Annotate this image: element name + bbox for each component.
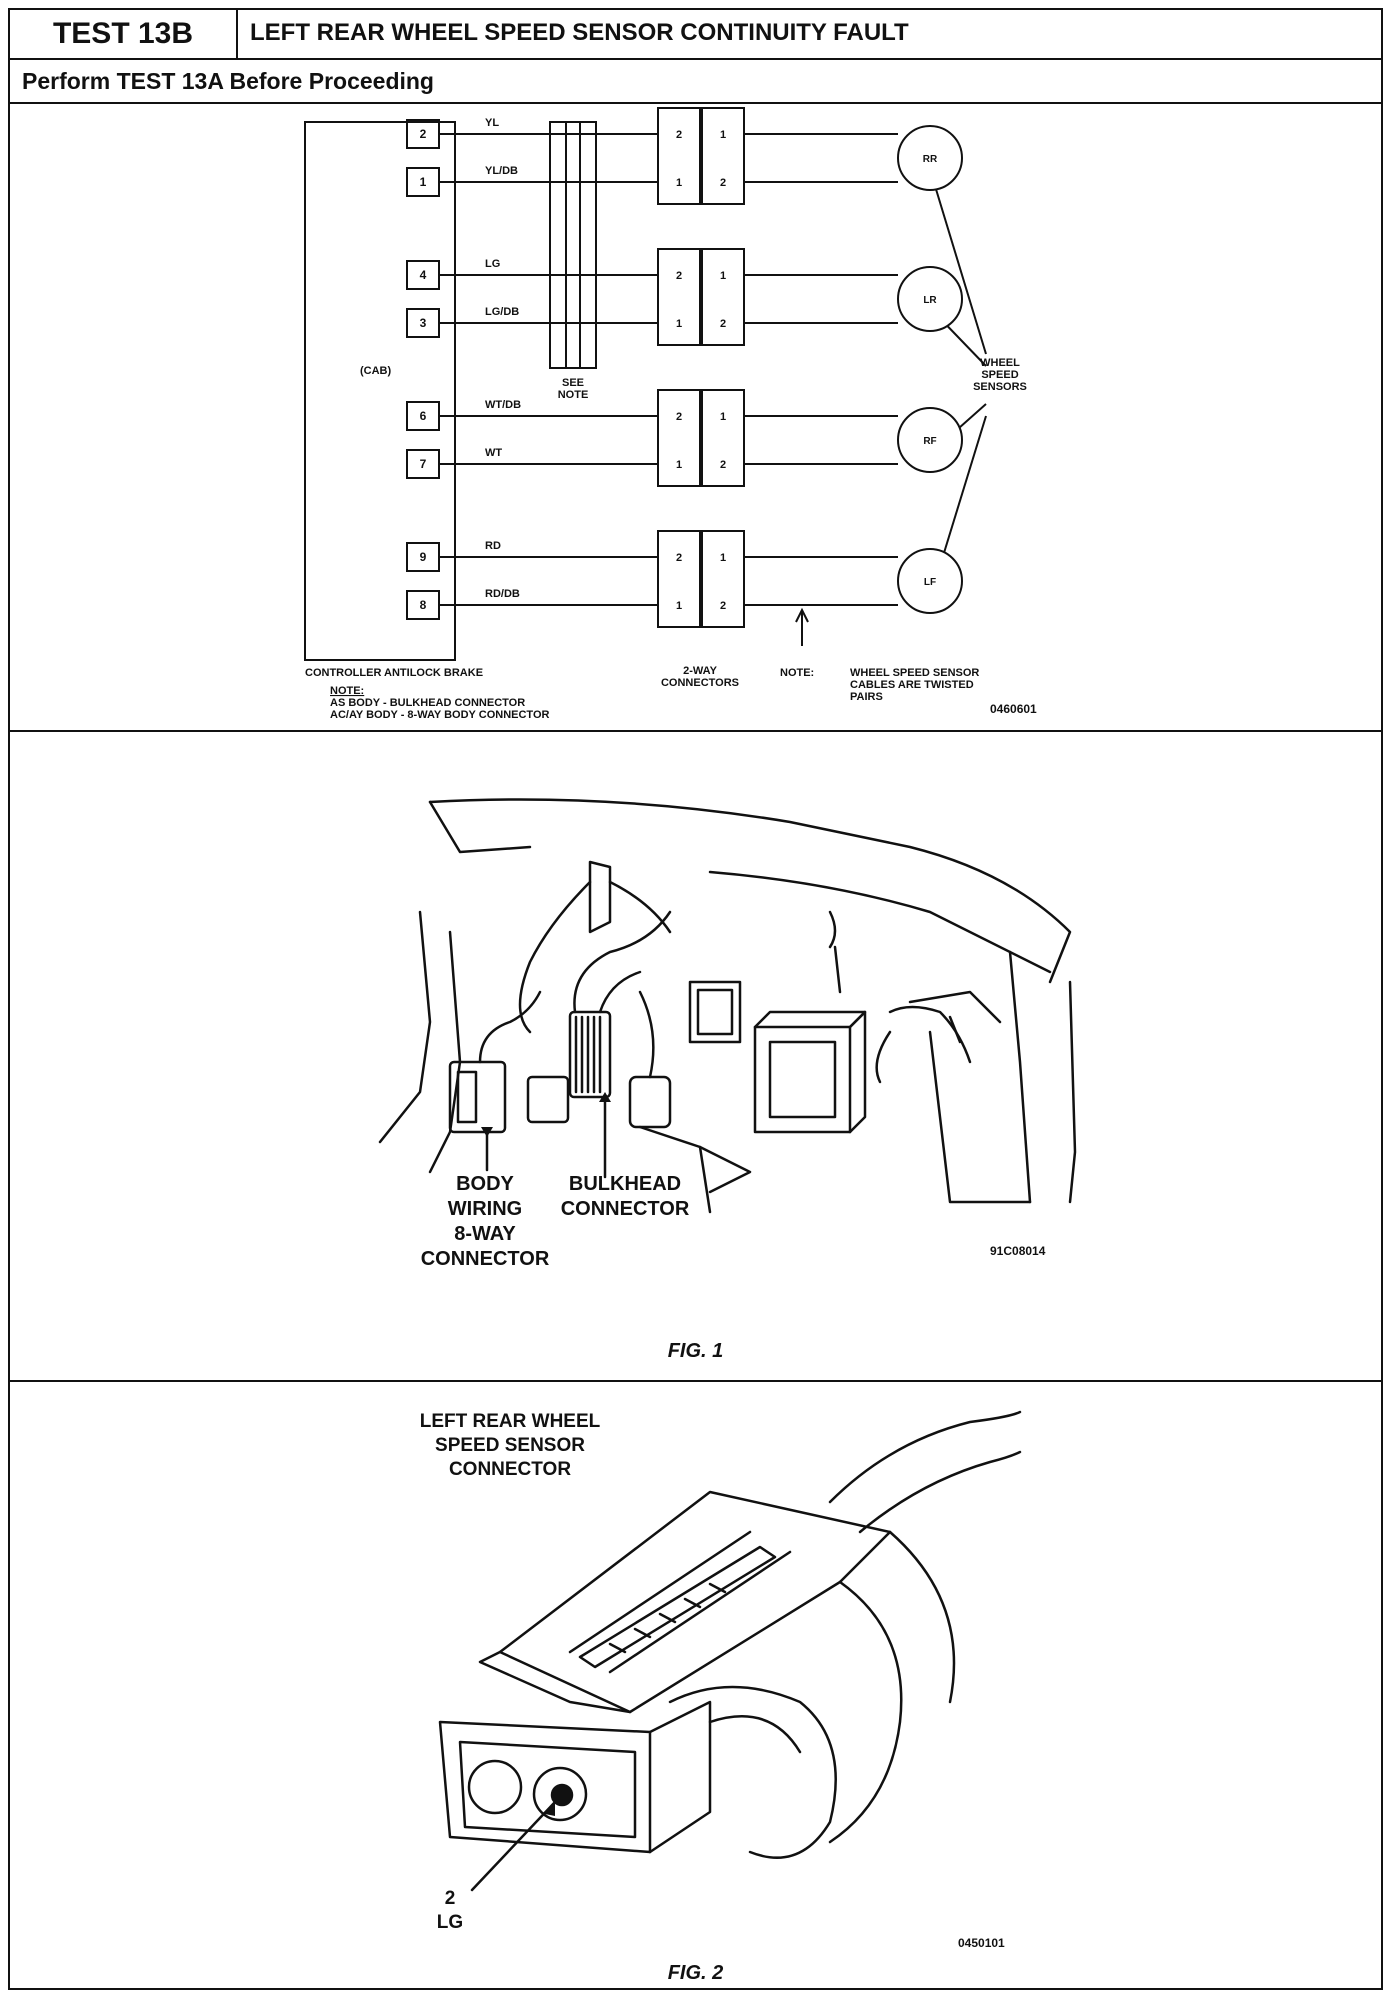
sensors-group-1: SPEED [981, 369, 1018, 381]
connector-half-b-3 [701, 530, 745, 628]
conn-pin-b-top-1: 1 [720, 270, 726, 282]
pin-number-1: 1 [420, 175, 427, 189]
test-id: TEST 13B [10, 10, 238, 58]
conn-pin-a-bot-3: 1 [676, 600, 682, 612]
body-wiring-label: BODY WIRING 8-WAY CONNECTOR [390, 1172, 580, 1272]
test-sheet: TEST 13B LEFT REAR WHEEL SPEED SENSOR CO… [8, 8, 1383, 1990]
dashboard-harness-illustration [378, 798, 1077, 1214]
conn-pin-b-bot-2: 2 [720, 459, 726, 471]
connector-half-a-3 [657, 530, 701, 628]
twisted-note-2: PAIRS [850, 691, 883, 703]
sensor-LR [897, 266, 963, 332]
bottom-note-0: NOTE: [330, 685, 364, 697]
conn-pin-a-top-3: 2 [676, 552, 682, 564]
conn-pin-b-bot-3: 2 [720, 600, 726, 612]
connector-half-b-0 [701, 107, 745, 205]
controller-box [304, 121, 456, 661]
conn-pin-b-bot-1: 2 [720, 318, 726, 330]
conn-pin-a-top-2: 2 [676, 411, 682, 423]
wire-label-2: YL [485, 117, 499, 129]
cab-label: (CAB) [360, 365, 391, 377]
wire-label-4: LG [485, 258, 500, 270]
sensor-label-RF: RF [923, 436, 936, 447]
see-note-2: NOTE [558, 389, 589, 401]
pin-number: 2 [444, 1888, 456, 1909]
connector-half-b-1 [701, 248, 745, 346]
body-wiring-line-1: BODY [456, 1173, 514, 1195]
pin-label: 2 LG [430, 1887, 470, 1935]
see-note-1: SEE [562, 377, 584, 389]
conn-pin-b-top-3: 1 [720, 552, 726, 564]
connector-half-a-0 [657, 107, 701, 205]
fig2-caption: FIG. 2 [667, 1962, 724, 1984]
conn-pin-b-bot-0: 2 [720, 177, 726, 189]
sensor-connector-illustration [438, 1410, 1022, 1892]
fig1-caption: FIG. 1 [667, 1340, 724, 1362]
sensor-LF [897, 548, 963, 614]
sensor-label-RR: RR [923, 154, 938, 165]
fig1-panel: BODY WIRING 8-WAY CONNECTOR BULKHEAD CON… [10, 732, 1381, 1382]
twisted-note-1: CABLES ARE TWISTED [850, 679, 974, 691]
conn-pin-b-top-0: 1 [720, 129, 726, 141]
body-wiring-line-4: CONNECTOR [420, 1248, 550, 1270]
pin-number-2: 2 [420, 127, 427, 141]
connector-line-2: SPEED SENSOR [435, 1435, 585, 1456]
sensors-group-2: SENSORS [973, 381, 1027, 393]
bulkhead-line-2: CONNECTOR [560, 1198, 690, 1220]
wire-label-8: RD/DB [485, 588, 520, 600]
conn-pin-a-bot-1: 1 [676, 318, 682, 330]
wire-label-9: RD [485, 540, 501, 552]
connector-line-1: LEFT REAR WHEEL [419, 1411, 601, 1432]
schematic-code: 0460601 [990, 702, 1037, 716]
wire-label-3: LG/DB [485, 306, 519, 318]
fig2-panel: LEFT REAR WHEEL SPEED SENSOR CONNECTOR 2… [10, 1382, 1381, 1988]
bottom-note-1: AS BODY - BULKHEAD CONNECTOR [330, 697, 525, 709]
conn-pin-b-top-2: 1 [720, 411, 726, 423]
header-bar: TEST 13B LEFT REAR WHEEL SPEED SENSOR CO… [10, 10, 1381, 60]
body-wiring-line-2: WIRING [447, 1198, 523, 1220]
bulkhead-line-1: BULKHEAD [568, 1173, 682, 1195]
connector-line-3: CONNECTOR [448, 1459, 572, 1480]
pin-number-3: 3 [420, 316, 427, 330]
wire-label-7: WT [485, 447, 502, 459]
connector-half-a-2 [657, 389, 701, 487]
pin-wire: LG [436, 1912, 464, 1933]
pin-number-6: 6 [420, 409, 427, 423]
conn-pin-a-bot-2: 1 [676, 459, 682, 471]
sensor-RR [897, 125, 963, 191]
test-title: LEFT REAR WHEEL SPEED SENSOR CONTINUITY … [250, 19, 909, 46]
fig1-code: 91C08014 [990, 1244, 1046, 1258]
sensors-group-0: WHEEL [980, 357, 1020, 369]
conn-pin-a-top-1: 2 [676, 270, 682, 282]
two-way-0: 2-WAY [683, 665, 717, 677]
bottom-note-2: AC/AY BODY - 8-WAY BODY CONNECTOR [330, 709, 549, 721]
fig2-code: 0450101 [958, 1936, 1005, 1950]
conn-pin-a-bot-0: 1 [676, 177, 682, 189]
pin-number-4: 4 [420, 268, 427, 282]
wire-label-6: WT/DB [485, 399, 521, 411]
controller-label: CONTROLLER ANTILOCK BRAKE [305, 667, 483, 679]
pin-number-7: 7 [420, 457, 427, 471]
bulkhead-block [549, 121, 597, 369]
conn-pin-a-top-0: 2 [676, 129, 682, 141]
prerequisite-note: Perform TEST 13A Before Proceeding [10, 60, 1381, 104]
sensor-RF [897, 407, 963, 473]
connector-half-b-2 [701, 389, 745, 487]
connector-label: LEFT REAR WHEEL SPEED SENSOR CONNECTOR [390, 1410, 630, 1482]
pin-number-9: 9 [420, 550, 427, 564]
bulkhead-label: BULKHEAD CONNECTOR [540, 1172, 710, 1222]
wire-label-1: YL/DB [485, 165, 518, 177]
body-wiring-line-3: 8-WAY [454, 1223, 516, 1245]
note-arrow-label: NOTE: [780, 667, 814, 679]
sensor-label-LF: LF [924, 577, 936, 588]
twisted-note-0: WHEEL SPEED SENSOR [850, 667, 979, 679]
connector-half-a-1 [657, 248, 701, 346]
two-way-1: CONNECTORS [661, 677, 739, 689]
sensor-label-LR: LR [923, 295, 937, 306]
pin-number-8: 8 [420, 598, 427, 612]
